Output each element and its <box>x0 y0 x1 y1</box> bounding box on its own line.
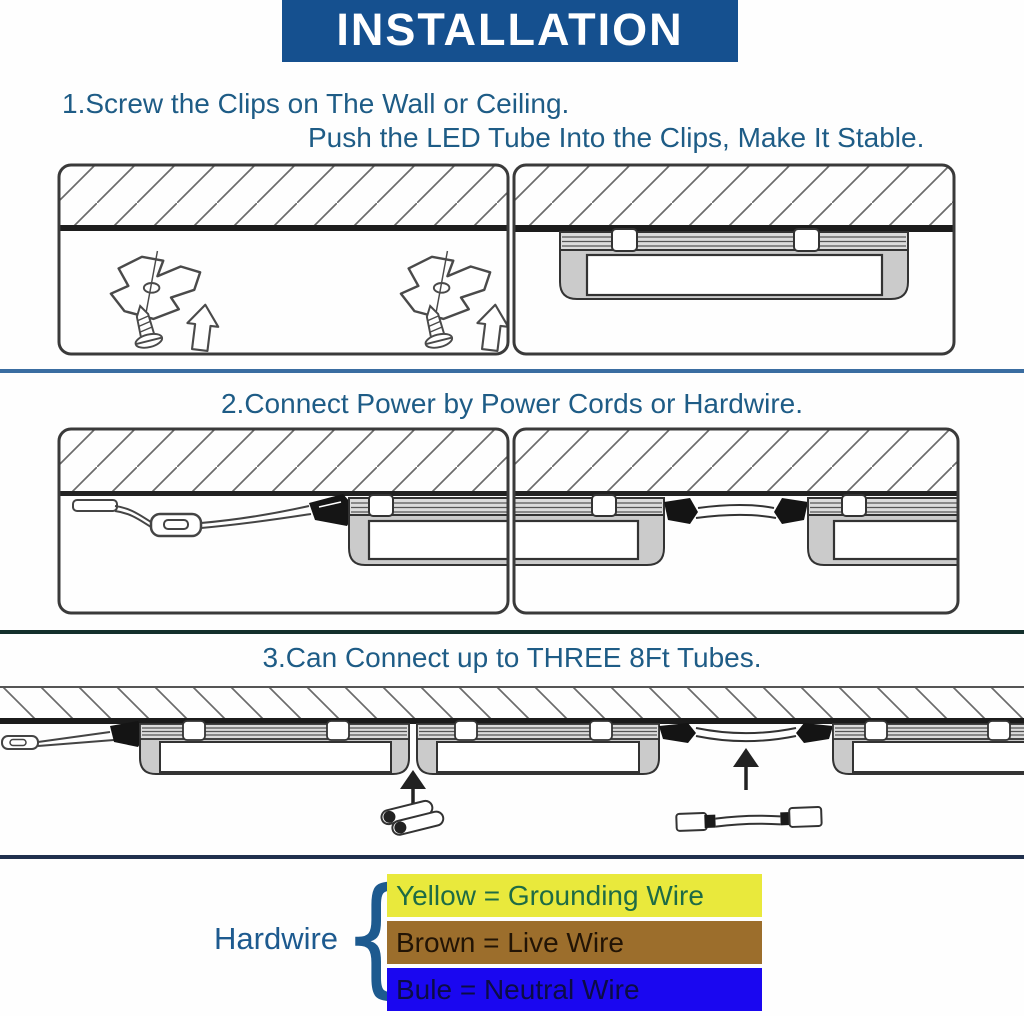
led-tube-icon <box>348 494 508 566</box>
connector-cable-icon <box>659 723 833 743</box>
ceiling-hatch <box>514 429 958 493</box>
tube-diffuser <box>585 253 884 297</box>
tube-diffuser <box>436 741 640 773</box>
clip-screw-icon <box>109 250 220 352</box>
clip-notch <box>326 720 350 741</box>
section-divider <box>0 855 1024 859</box>
arrow-up-icon <box>186 303 220 352</box>
clip-notch <box>591 494 617 517</box>
step1-tube-mounted-panel <box>512 163 956 356</box>
step3-instruction: 3.Can Connect up to THREE 8Ft Tubes. <box>262 642 762 673</box>
clip-notch <box>987 720 1011 741</box>
step1-instruction-line2: Push the LED Tube Into the Clips, Make I… <box>308 122 925 153</box>
screw-icon <box>134 304 164 349</box>
tube-diffuser <box>159 741 392 773</box>
led-tube-icon <box>139 720 410 775</box>
legend-grounding-wire: Yellow = Grounding Wire <box>387 874 762 917</box>
step1-clips-panel <box>57 163 510 356</box>
cord-plug <box>110 721 146 747</box>
step2-connector-panel <box>512 427 960 615</box>
power-cord-switch-icon <box>72 494 357 538</box>
clip-screw-icon <box>399 250 510 352</box>
arrow-up-icon <box>476 303 510 352</box>
led-tube-icon <box>559 228 909 300</box>
led-tube-icon <box>807 494 958 566</box>
tube-diffuser <box>832 519 958 561</box>
wire-color-legend: Yellow = Grounding Wire Brown = Live Wir… <box>387 874 762 1011</box>
led-tube-icon <box>416 720 660 775</box>
ceiling-hatch <box>0 688 1024 718</box>
step2-instruction: 2.Connect Power by Power Cords or Hardwi… <box>220 388 803 419</box>
step3-three-tubes-diagram <box>0 684 1024 846</box>
clip-notch <box>589 720 613 741</box>
led-tube-icon <box>514 494 665 566</box>
tube-diffuser <box>514 519 640 561</box>
clip-notch <box>864 720 888 741</box>
legend-live-wire: Brown = Live Wire <box>387 921 762 964</box>
ceiling-hatch <box>59 165 508 227</box>
led-tube-icon <box>832 720 1024 775</box>
cord-plug <box>309 494 357 526</box>
connector-cable-icon <box>664 498 808 524</box>
power-cord-icon <box>1 721 146 750</box>
tube-diffuser <box>852 741 1024 773</box>
tube-diffuser <box>367 519 508 561</box>
step1-instruction-line1: 1.Screw the Clips on The Wall or Ceiling… <box>62 88 570 119</box>
clip-notch <box>611 228 638 252</box>
clip-notch <box>368 494 394 517</box>
legend-neutral-wire: Bule = Neutral Wire <box>387 968 762 1011</box>
screw-icon <box>424 304 454 349</box>
section-divider <box>0 369 1024 373</box>
ceiling-hatch <box>514 165 954 227</box>
clip-notch <box>793 228 820 252</box>
arrow-up-icon <box>733 748 759 790</box>
clip-notch <box>454 720 478 741</box>
hardwire-label: Hardwire <box>214 921 339 956</box>
clip-notch <box>841 494 867 517</box>
section-divider <box>0 630 1024 634</box>
page-title: INSTALLATION <box>282 0 738 62</box>
connector-cable-icon <box>675 806 823 832</box>
ceiling-hatch <box>59 429 508 493</box>
clip-notch <box>182 720 206 741</box>
double-connector-icon <box>380 799 445 836</box>
step2-power-cord-panel <box>57 427 510 615</box>
